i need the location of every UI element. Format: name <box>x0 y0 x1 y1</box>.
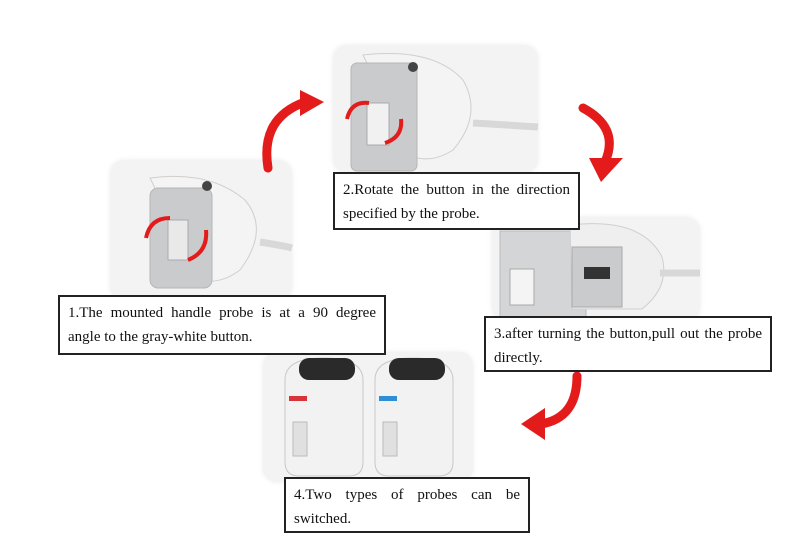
handle-probe-illustration <box>144 175 293 289</box>
arrow-step1-to-step2 <box>262 90 324 173</box>
pull-out-probe-illustration <box>499 223 700 318</box>
rotate-button-illustration <box>345 52 539 172</box>
step-1-caption: 1.The mounted handle probe is at a 90 de… <box>58 295 386 355</box>
step-3-photo-card <box>492 217 700 321</box>
step-4-caption: 4.Two types of probes can be switched. <box>284 477 530 533</box>
step-3-caption: 3.after turning the button,pull out the … <box>484 316 772 372</box>
probe-right <box>374 357 454 477</box>
arrow-step3-to-step4 <box>521 371 582 440</box>
arrow-step2-to-step3 <box>578 103 623 182</box>
step-1-photo-card <box>110 160 293 300</box>
step-2-caption: 2.Rotate the button in the direction spe… <box>333 172 580 230</box>
two-probes-illustration <box>284 357 454 477</box>
probe-left <box>284 357 364 477</box>
step-4-photo-card <box>263 352 473 482</box>
step-2-photo-card <box>333 45 539 173</box>
